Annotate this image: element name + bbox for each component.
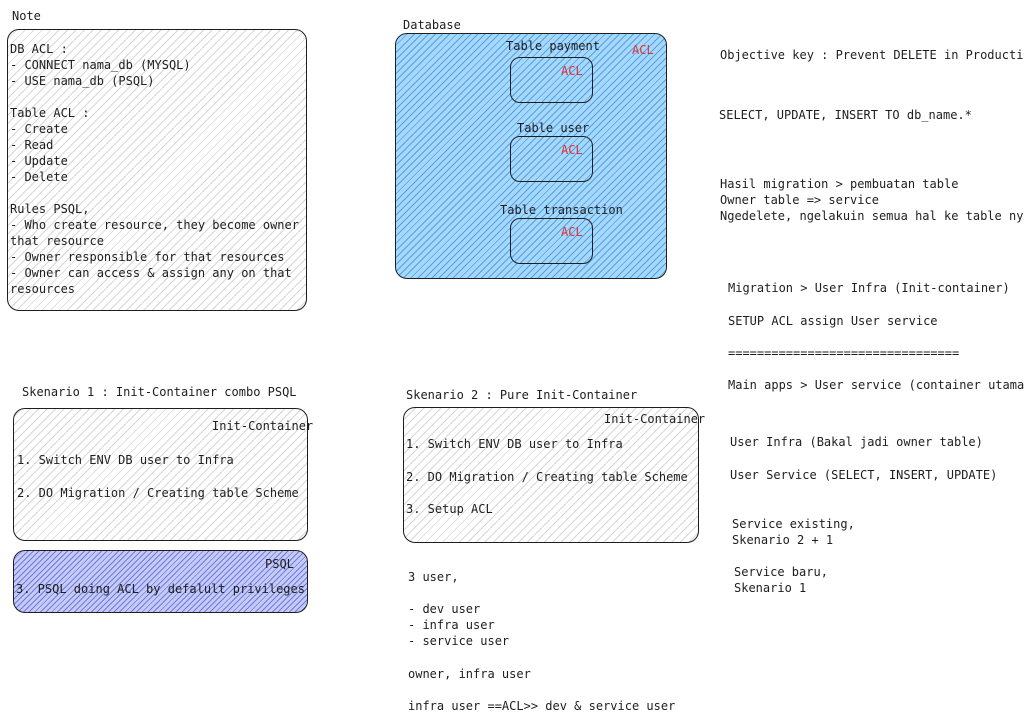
flow-line: Main apps > User service (container utam…: [728, 378, 1024, 392]
table-user-acl: ACL: [561, 143, 583, 157]
note-line: - Who create resource, they become owner: [10, 218, 299, 232]
skenario2-step: 2. DO Migration / Creating table Scheme: [406, 470, 688, 484]
note-line: - CONNECT nama_db (MYSQL): [10, 58, 191, 72]
note-line: - Owner responsible for that resources: [10, 250, 285, 264]
user-infra-text: User Infra (Bakal jadi owner table): [730, 435, 983, 449]
flow-line: SETUP ACL assign User service: [728, 314, 938, 328]
skenario2-init-label: Init-Container: [604, 412, 706, 426]
note-title: Note: [12, 9, 41, 23]
note-line: - Read: [10, 138, 54, 152]
migration-line: Ngedelete, ngelakuin semua hal ke table …: [720, 209, 1024, 223]
note-line: resources: [10, 282, 76, 296]
note-line: - Delete: [10, 170, 68, 184]
skenario2-step: 3. Setup ACL: [406, 502, 493, 516]
skenario1-title: Skenario 1 : Init-Container combo PSQL: [22, 385, 297, 399]
table-payment-label: Table payment: [506, 39, 600, 53]
note-box: DB ACL : - CONNECT nama_db (MYSQL) - USE…: [7, 29, 307, 311]
migration-line: Hasil migration > pembuatan table: [720, 177, 959, 191]
skenario2-title: Skenario 2 : Pure Init-Container: [406, 388, 638, 402]
database-acl-label: ACL: [632, 43, 654, 57]
database-title: Database: [403, 18, 461, 32]
users-acl-flow-text: infra user ==ACL>> dev & service user: [408, 699, 676, 713]
note-line: DB ACL :: [10, 42, 68, 56]
table-payment-acl: ACL: [561, 64, 583, 78]
note-line: - Create: [10, 122, 68, 136]
baru-line: Service baru,: [734, 565, 828, 579]
table-user-box: ACL: [510, 136, 593, 182]
users-owner-text: owner, infra user: [408, 667, 531, 681]
skenario1-psql-box: PSQL 3. PSQL doing ACL by defalult privi…: [13, 550, 308, 613]
existing-line: Service existing,: [732, 517, 855, 531]
existing-line: Skenario 2 + 1: [732, 533, 834, 547]
skenario2-step: 1. Switch ENV DB user to Infra: [406, 437, 623, 451]
users-list-item: - infra user: [408, 618, 495, 632]
note-line: Rules PSQL,: [10, 202, 90, 216]
skenario1-step: 2. DO Migration / Creating table Scheme: [17, 486, 299, 500]
table-user-label: Table user: [517, 121, 590, 135]
users-list-item: - dev user: [408, 602, 481, 616]
note-line: Table ACL :: [10, 106, 90, 120]
grant-text: SELECT, UPDATE, INSERT TO db_name.*: [719, 108, 972, 122]
skenario1-init-label: Init-Container: [212, 419, 314, 433]
flow-line: Migration > User Infra (Init-container): [728, 281, 1010, 295]
flow-divider: ================================: [728, 346, 960, 360]
note-line: that resource: [10, 234, 104, 248]
database-box: ACL Table payment ACL Table user ACL Tab…: [395, 33, 667, 279]
users-heading: 3 user,: [408, 570, 459, 584]
skenario2-init-box: Init-Container 1. Switch ENV DB user to …: [403, 407, 705, 543]
migration-line: Owner table => service: [720, 193, 879, 207]
users-list-item: - service user: [408, 634, 510, 648]
note-line: - Update: [10, 154, 68, 168]
skenario1-step: 1. Switch ENV DB user to Infra: [17, 453, 234, 467]
table-transaction-acl: ACL: [561, 225, 583, 239]
objective-text: Objective key : Prevent DELETE in Produc…: [720, 48, 1024, 62]
note-line: - USE nama_db (PSQL): [10, 74, 155, 88]
note-line: - Owner can access & assign any on that: [10, 266, 292, 280]
table-payment-box: ACL: [510, 57, 593, 103]
skenario1-psql-label: PSQL: [265, 557, 294, 571]
baru-line: Skenario 1: [734, 581, 807, 595]
skenario1-psql-step: 3. PSQL doing ACL by defalult privileges: [16, 582, 305, 596]
user-service-text: User Service (SELECT, INSERT, UPDATE): [730, 468, 998, 482]
table-transaction-box: ACL: [510, 218, 593, 264]
table-transaction-label: Table transaction: [500, 203, 623, 217]
skenario1-init-box: Init-Container 1. Switch ENV DB user to …: [13, 408, 313, 541]
